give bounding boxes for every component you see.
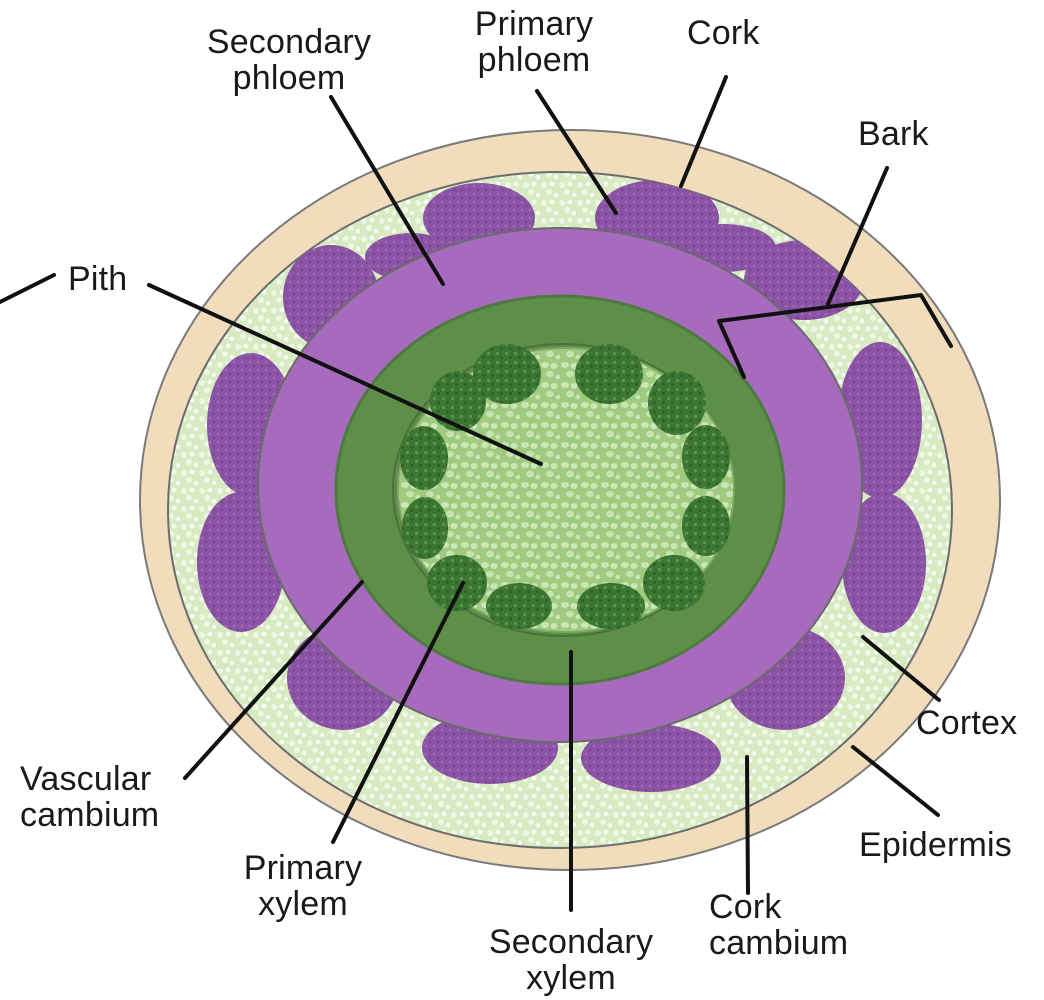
leader-pith-left	[0, 275, 54, 302]
label-cork: Cork	[687, 15, 760, 51]
leader-epidermis	[853, 747, 938, 815]
label-bark: Bark	[858, 116, 929, 152]
label-vascular-cambium: Vascular cambium	[20, 761, 200, 833]
label-cork-cambium: Cork cambium	[709, 889, 879, 961]
label-primary-xylem: Primary xylem	[230, 850, 376, 922]
label-secondary-phloem: Secondary phloem	[191, 24, 387, 96]
label-epidermis: Epidermis	[859, 827, 1012, 863]
leader-cork-cambium	[747, 757, 748, 893]
label-pith: Pith	[68, 261, 127, 297]
label-secondary-xylem: Secondary xylem	[471, 924, 671, 996]
label-cortex: Cortex	[916, 705, 1017, 741]
label-primary-phloem: Primary phloem	[460, 6, 608, 78]
